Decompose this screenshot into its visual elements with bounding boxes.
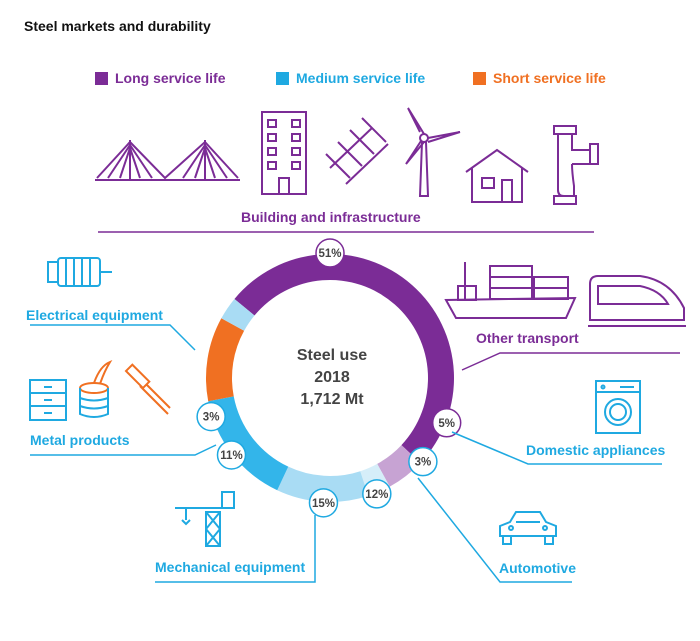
railway-track-icon	[325, 117, 389, 185]
donut-slice-mechanical-equipment	[208, 396, 289, 491]
legend-swatch-medium	[276, 71, 289, 85]
legend-item-short: Short service life	[473, 70, 606, 86]
building-icon	[261, 111, 307, 195]
leader-line-automotive	[417, 477, 572, 583]
label-automotive: Automotive	[499, 560, 576, 576]
washing-machine-icon	[595, 380, 641, 434]
donut-chart: 51% 5% 3% 12% 15% 11% 3%	[196, 238, 462, 518]
tin-can-icon	[79, 359, 113, 418]
percent-badge	[431, 408, 462, 438]
percent-label: 3%	[203, 412, 220, 424]
label-metal-products: Metal products	[30, 432, 130, 448]
percent-badge	[308, 488, 339, 518]
leader-line-metal	[30, 444, 217, 456]
label-electrical-equipment: Electrical equipment	[26, 307, 163, 323]
leader-line-mechanical	[155, 515, 316, 583]
wind-turbine-icon	[405, 107, 461, 197]
label-mechanical-equipment: Mechanical equipment	[155, 559, 306, 575]
legend-label-long: Long service life	[115, 70, 226, 86]
percent-badge	[216, 440, 247, 470]
percent-label: 51%	[318, 248, 341, 260]
leader-line-electrical	[30, 324, 196, 351]
donut-center-text: Steel use 2018 1,712 Mt	[277, 345, 387, 411]
percent-badge	[196, 401, 226, 432]
legend-swatch-short	[473, 71, 486, 85]
percent-label: 15%	[312, 498, 335, 510]
ship-icon	[444, 262, 577, 319]
car-icon	[499, 511, 557, 545]
donut-slice-building-and-infrastructure	[234, 254, 454, 463]
percent-label: 11%	[220, 450, 242, 462]
razor-icon	[124, 363, 171, 415]
percent-badge	[315, 238, 345, 268]
house-icon	[465, 148, 529, 203]
crane-icon	[175, 491, 235, 547]
label-other-transport: Other transport	[476, 330, 579, 346]
percent-label: 5%	[438, 418, 455, 430]
percent-badge	[362, 479, 392, 509]
label-building: Building and infrastructure	[241, 209, 421, 225]
donut-slice-electrical-equipment	[221, 298, 255, 331]
donut-slice-automotive	[277, 466, 369, 502]
drawer-cabinet-icon	[29, 379, 67, 421]
legend-label-short: Short service life	[493, 70, 606, 86]
center-line-steel-use: Steel use	[296, 347, 368, 364]
label-domestic-appliances: Domestic appliances	[526, 442, 666, 458]
chart-title: Steel markets and durability	[24, 18, 211, 34]
legend-item-medium: Medium service life	[276, 70, 425, 86]
percent-label: 12%	[365, 489, 388, 501]
bridge-icon	[95, 140, 240, 181]
legend-item-long: Long service life	[95, 70, 225, 86]
high-speed-train-icon	[588, 275, 686, 327]
center-line-total: 1,712 Mt	[300, 391, 364, 408]
percent-badge	[408, 446, 438, 477]
pipe-icon	[553, 125, 599, 205]
center-line-year: 2018	[314, 369, 350, 386]
legend-swatch-long	[95, 71, 108, 85]
donut-slice-metal-products	[205, 318, 245, 402]
percent-label: 3%	[415, 457, 432, 469]
electric-motor-icon	[47, 257, 112, 287]
leader-line-appliances	[451, 431, 662, 465]
legend-label-medium: Medium service life	[296, 70, 426, 86]
leader-line-transport	[461, 352, 680, 371]
